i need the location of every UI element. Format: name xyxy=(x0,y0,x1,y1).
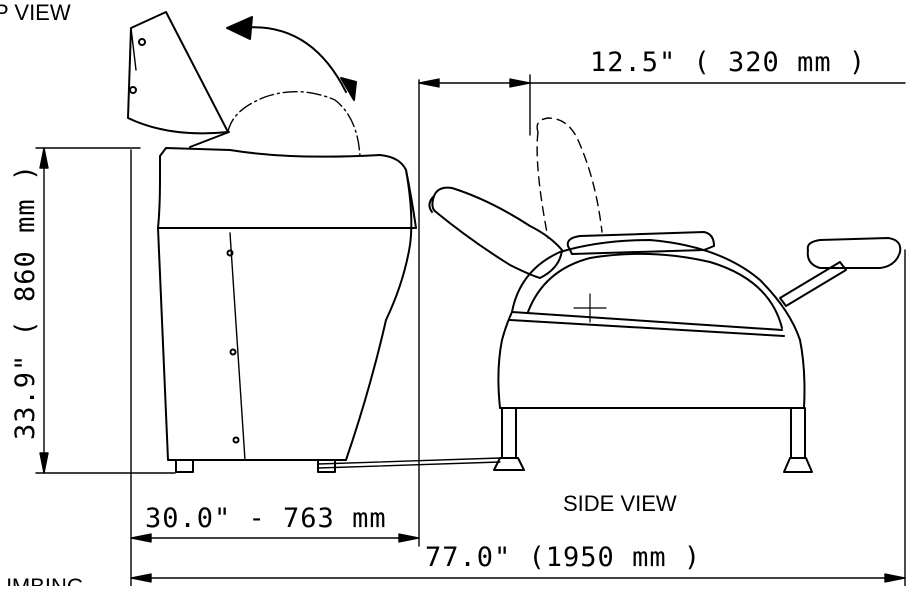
bowl-lid-edge xyxy=(130,27,137,71)
rotation-arc xyxy=(239,26,347,93)
cabinet-back-edge xyxy=(405,169,417,229)
overall-arrow-right xyxy=(884,573,906,583)
bowl-depth-arrow-left xyxy=(130,533,152,543)
dimension-lines xyxy=(35,74,906,587)
chair-base-dome xyxy=(497,239,806,409)
setback-dimension-text: 12.5" ( 320 mm ) xyxy=(590,47,866,78)
cabinet-screw-3 xyxy=(232,436,240,444)
chair-base-seam-top xyxy=(511,311,783,331)
bowl-outline-dashdot xyxy=(227,90,361,158)
chair-base-seam-bottom xyxy=(509,319,785,337)
plumbing-connection xyxy=(317,457,501,469)
backrest-dashed-upright xyxy=(536,117,603,239)
headrest-edge xyxy=(428,195,435,213)
setback-arrow-left xyxy=(418,78,440,88)
cabinet-foot-rear xyxy=(317,459,336,473)
seat-cushion xyxy=(566,231,715,255)
cabinet-screw-2 xyxy=(229,348,237,356)
height-arrow-top xyxy=(39,147,49,169)
lid-stay xyxy=(189,131,230,148)
plumbing-label: UMBING xyxy=(0,574,84,586)
cabinet-foot-front xyxy=(175,459,194,473)
top-view-label: P VIEW xyxy=(0,0,71,25)
rotation-arrow-head-left xyxy=(226,16,253,40)
rear-foot-glide xyxy=(783,457,813,473)
rotation-arrow-head-right xyxy=(340,77,357,101)
side-view-label: SIDE VIEW xyxy=(563,491,677,516)
front-leg xyxy=(501,407,517,459)
leg-rest-cushion xyxy=(806,237,902,269)
shampoo-bowl-unit xyxy=(127,11,417,473)
overall-length-dimension-text: 77.0" (1950 mm ) xyxy=(425,542,701,573)
overall-arrow-left xyxy=(130,573,152,583)
rear-leg xyxy=(790,407,806,459)
plumbing-line-2 xyxy=(317,461,501,469)
leg-rest-arm xyxy=(779,261,847,307)
bowl-depth-dimension-text: 30.0" - 763 mm xyxy=(145,503,387,534)
lid-hinge-bottom xyxy=(129,86,137,94)
setback-arrow-right xyxy=(509,78,531,88)
cabinet-body xyxy=(157,147,413,461)
height-dimension-text: 33.9" ( 860 mm ) xyxy=(10,164,41,440)
bowl-depth-arrow-right xyxy=(398,533,420,543)
chair-base-inner-arc xyxy=(527,252,783,329)
bowl-lid xyxy=(127,11,229,135)
backrest-reclined xyxy=(431,186,563,279)
height-arrow-bottom xyxy=(39,452,49,474)
front-foot-glide xyxy=(493,457,525,471)
chair-unit xyxy=(428,117,902,473)
cabinet-door-line xyxy=(229,232,246,461)
lid-hinge-top xyxy=(138,38,146,46)
cabinet-screw-1 xyxy=(226,249,234,257)
plumbing-line-1 xyxy=(317,457,501,465)
